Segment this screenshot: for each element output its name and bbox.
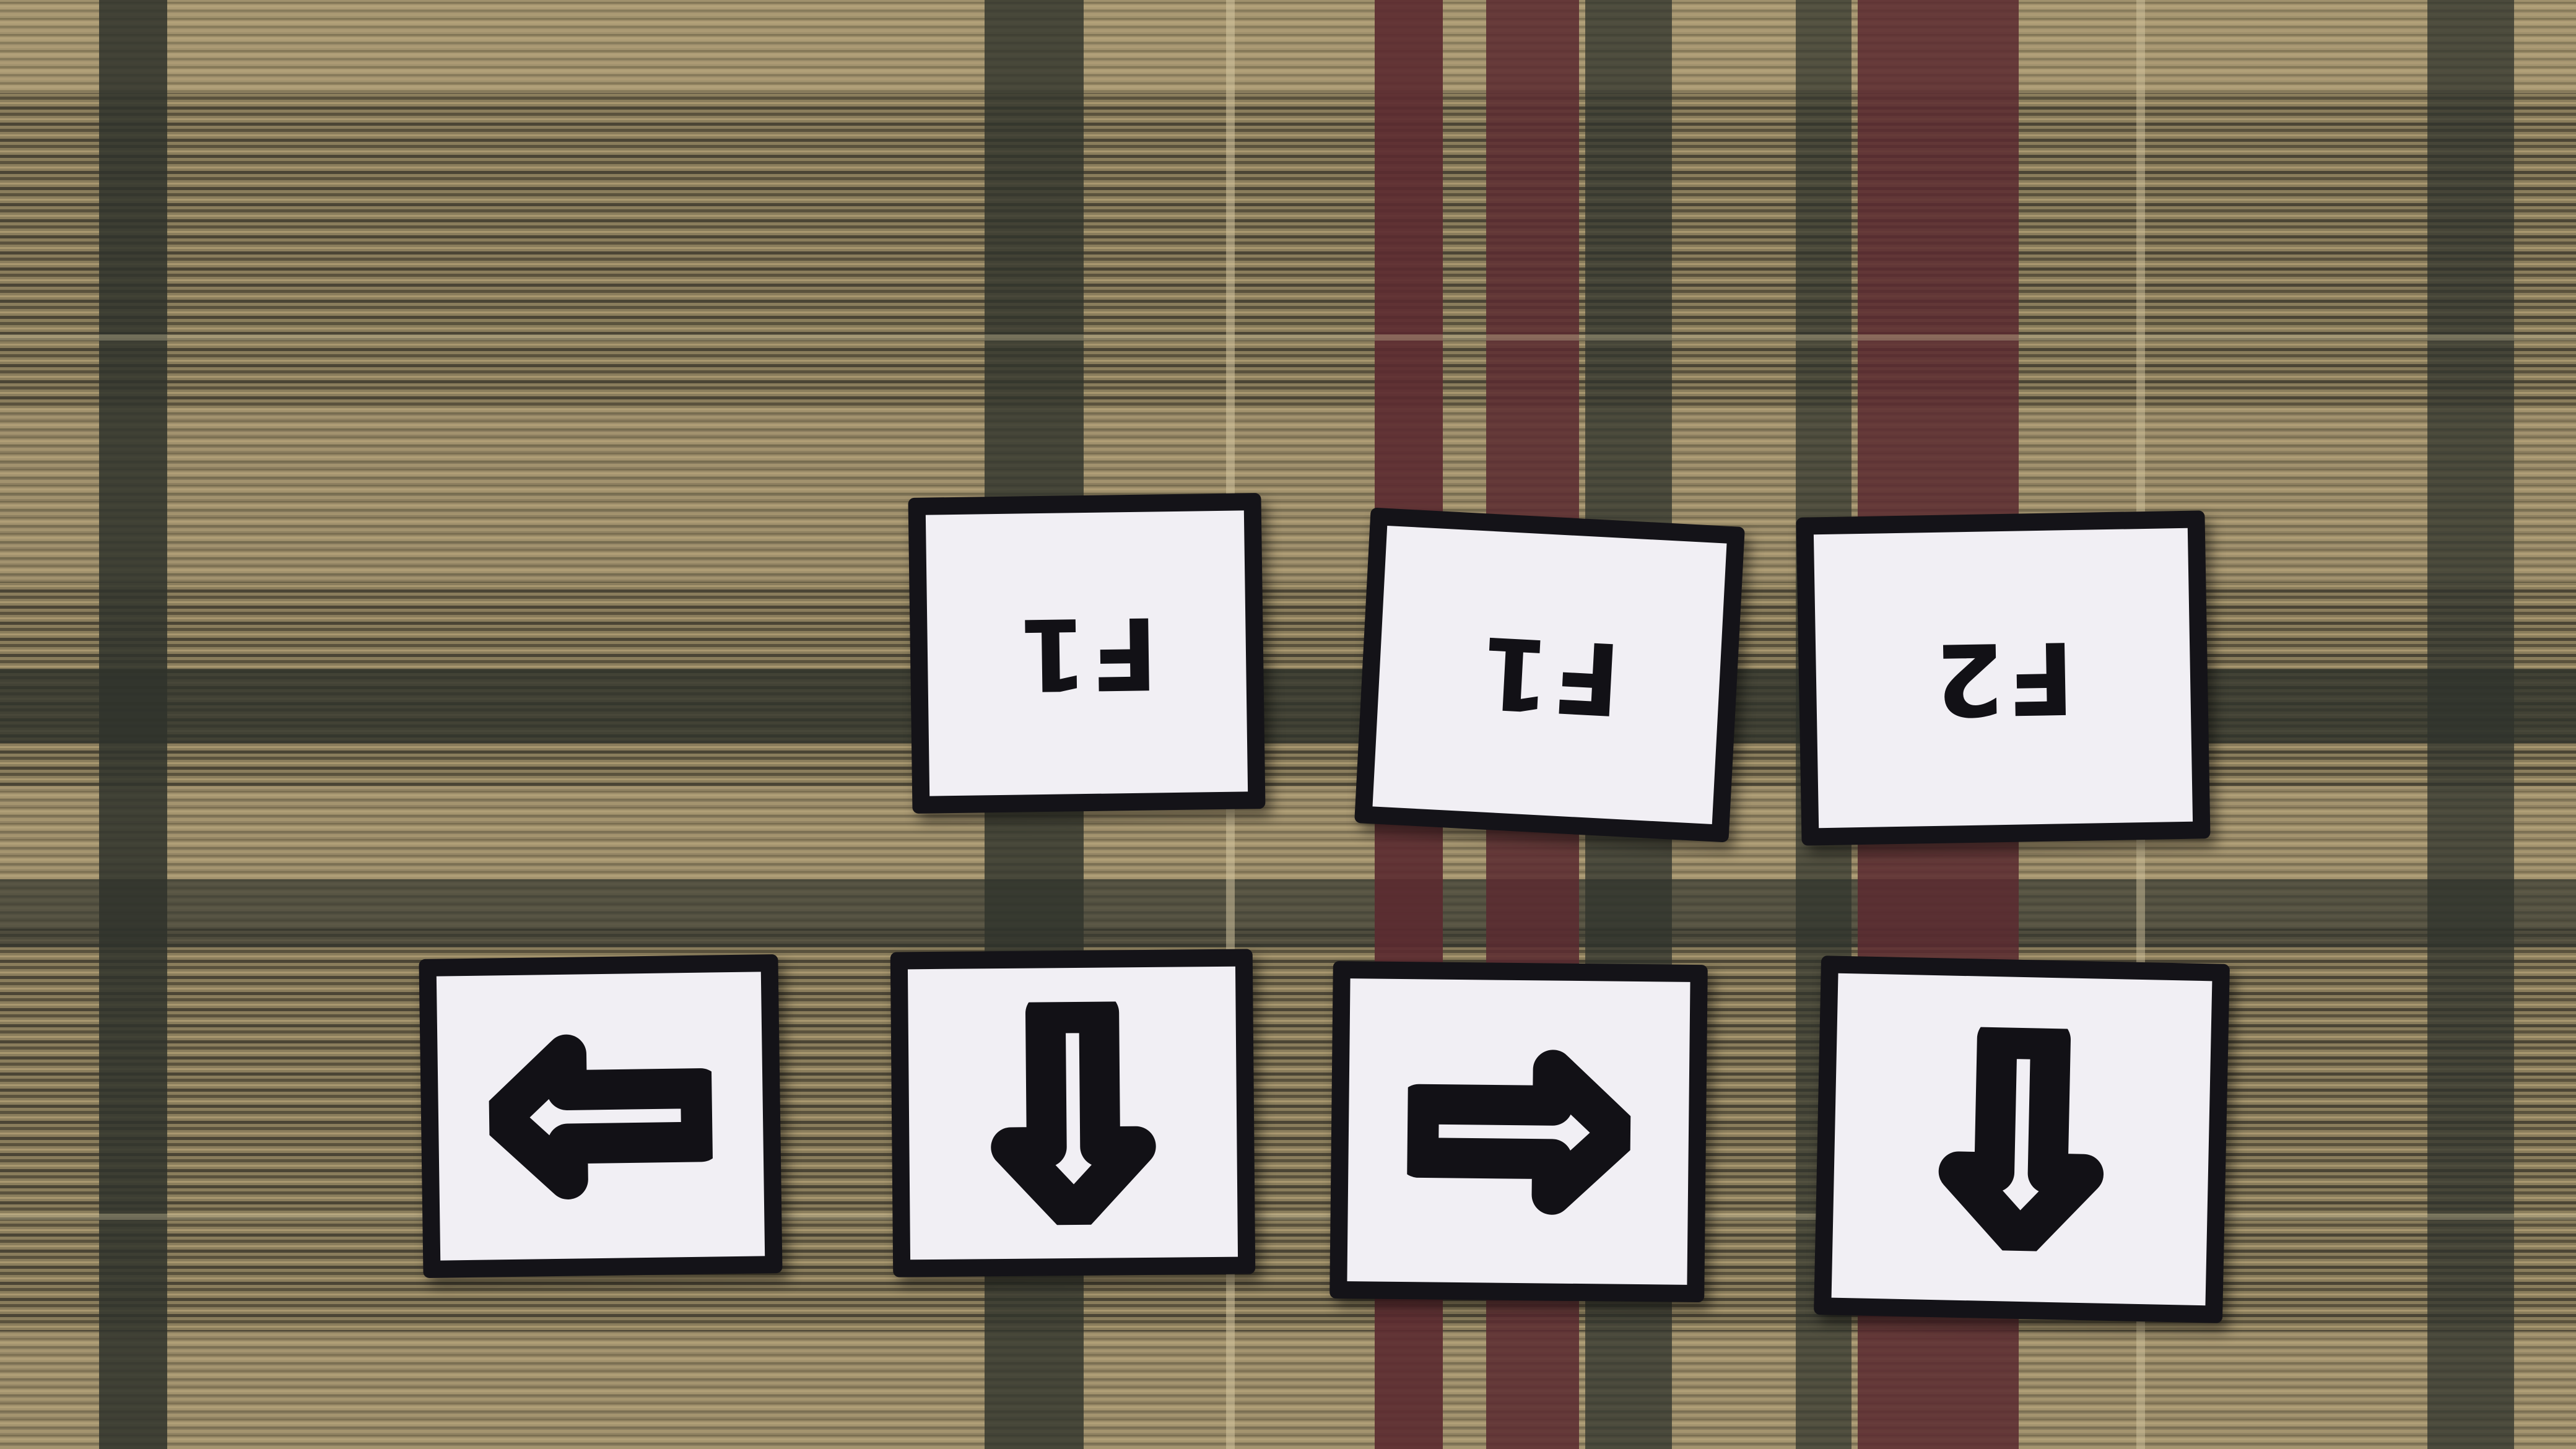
arrow-down-icon (990, 1000, 1156, 1226)
left-arrow-card[interactable] (419, 954, 783, 1279)
f2-card[interactable]: F2 (1796, 510, 2211, 846)
arrow-down-icon (1938, 1025, 2104, 1253)
arrow-left-icon (487, 1034, 714, 1199)
down-arrow-card[interactable] (1813, 955, 2230, 1323)
f1-label: F1 (1476, 614, 1624, 737)
f1-card[interactable]: F1 (1354, 507, 1745, 843)
f1-card[interactable]: F1 (908, 493, 1266, 814)
f2-label: F2 (1931, 619, 2075, 738)
right-arrow-card[interactable] (1329, 960, 1708, 1303)
down-arrow-card[interactable] (890, 949, 1256, 1277)
f1-label: F1 (1015, 594, 1159, 713)
arrow-right-icon (1406, 1049, 1632, 1215)
